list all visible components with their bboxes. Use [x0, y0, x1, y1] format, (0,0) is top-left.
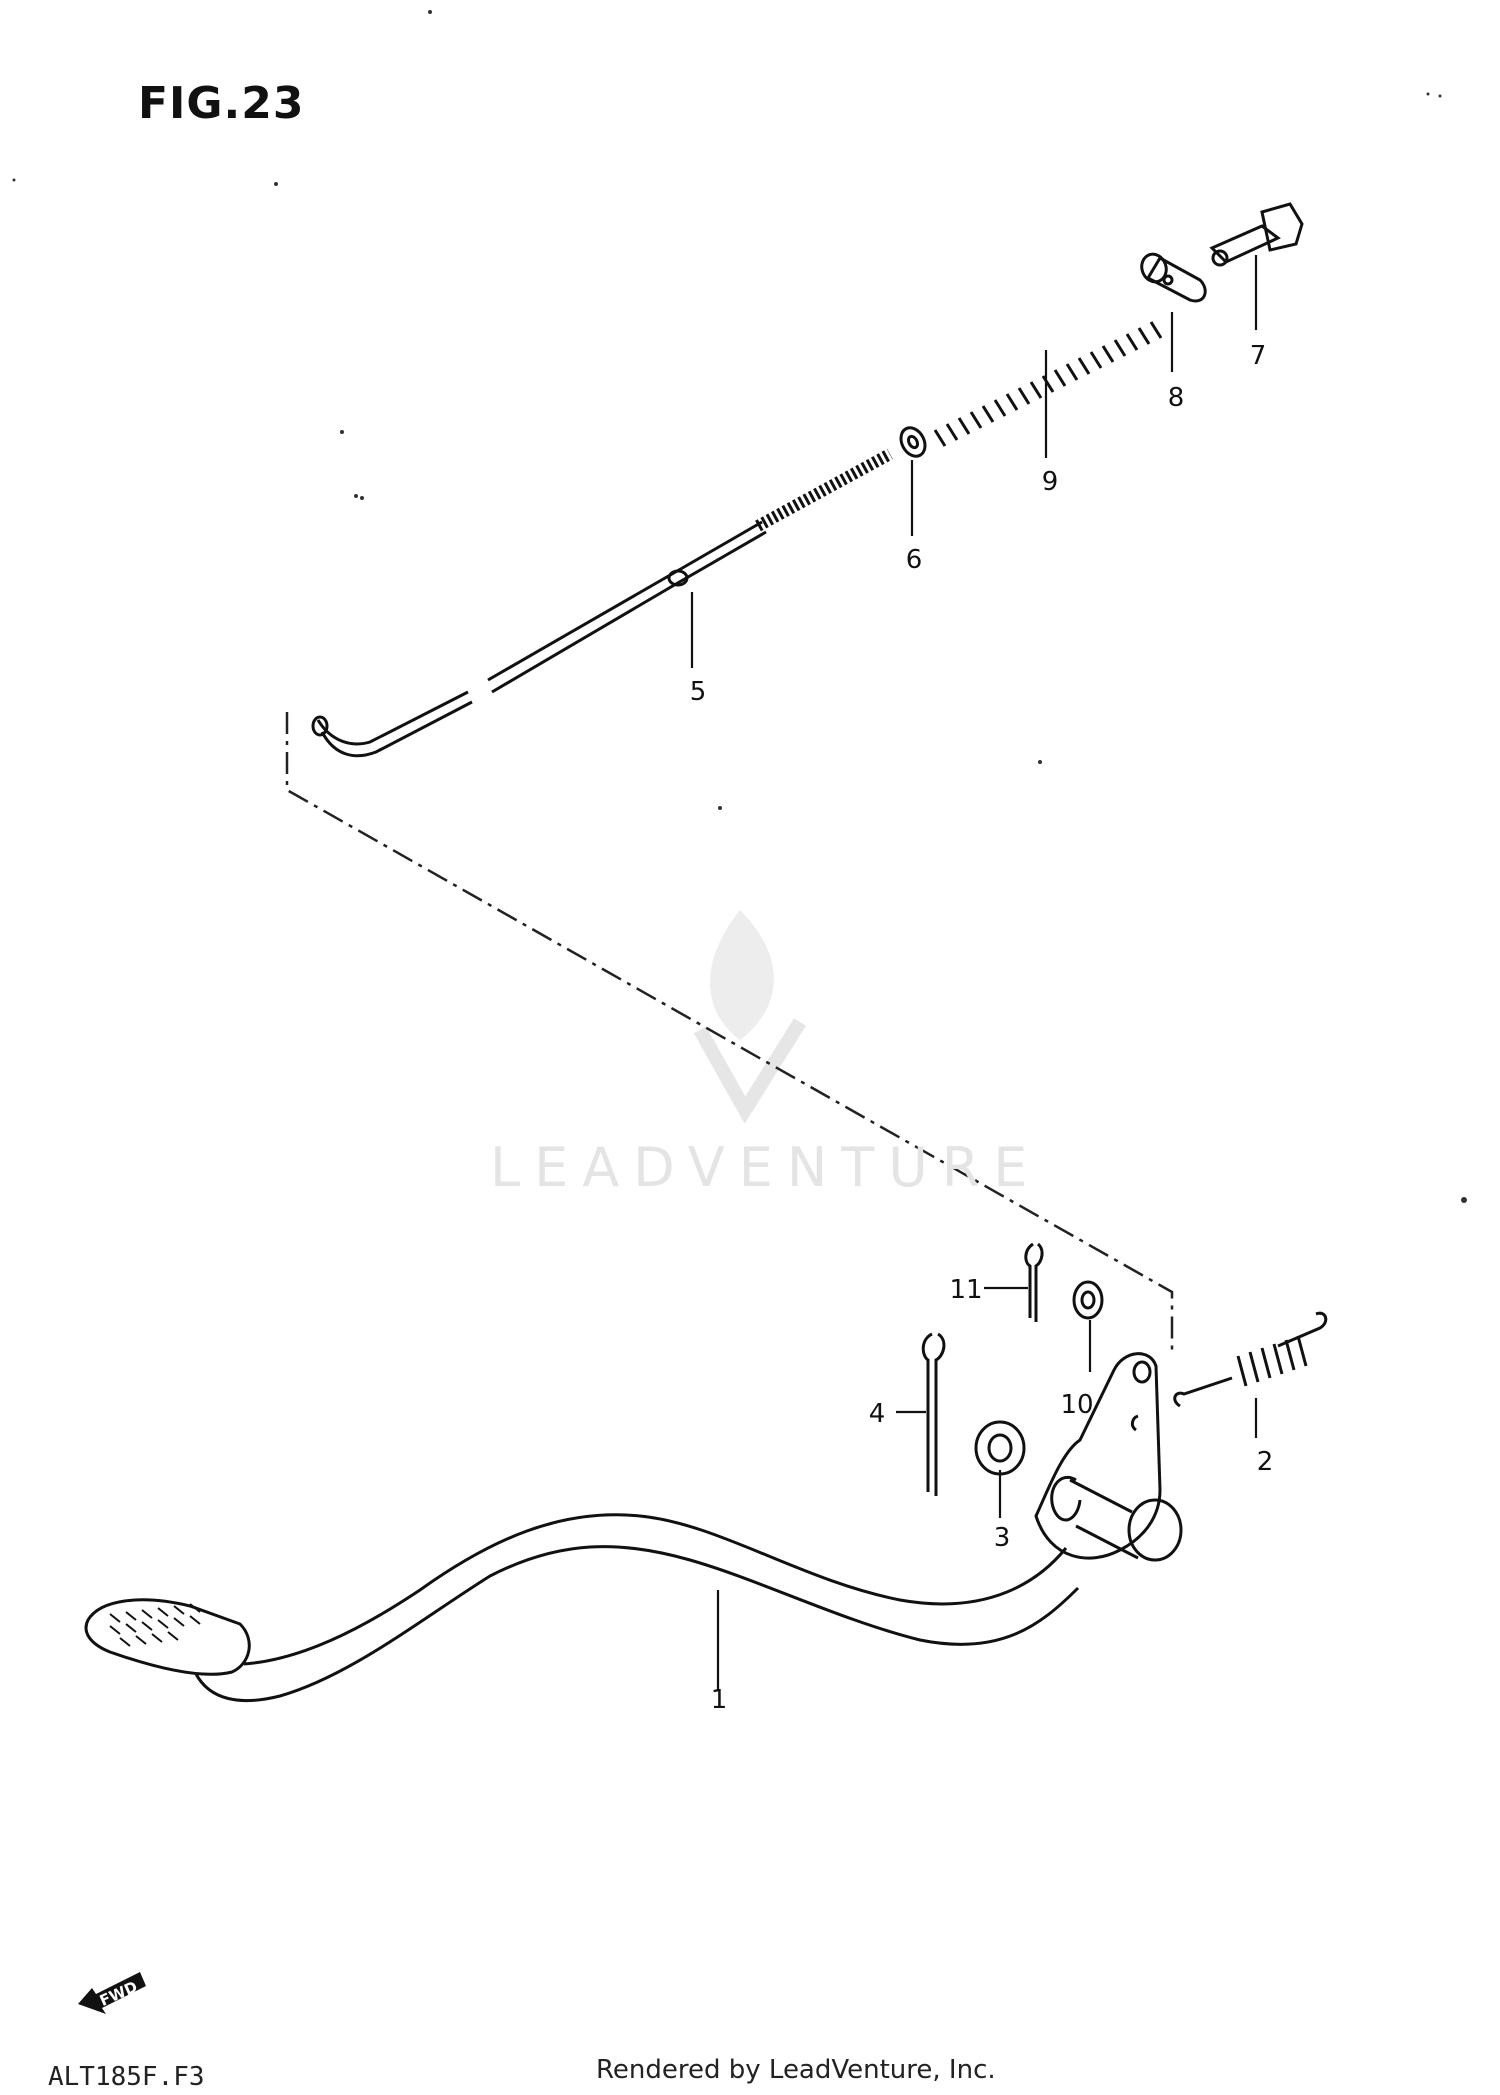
callout-9: 9	[1041, 467, 1059, 497]
callout-11: 11	[949, 1275, 983, 1305]
washer-part-6	[899, 426, 927, 458]
callout-3: 3	[993, 1523, 1011, 1553]
cotter-pin-part-11	[1024, 1242, 1044, 1322]
render-credit: Rendered by LeadVenture, Inc.	[596, 2055, 996, 2085]
spring-part-9	[933, 321, 1163, 447]
callout-leader-lines	[690, 255, 1258, 1690]
callout-4: 4	[868, 1399, 886, 1429]
watermark-logo	[693, 910, 806, 1124]
watermark-text: LEADVENTURE	[490, 1136, 1042, 1199]
scan-specks	[12, 10, 1467, 1203]
callout-2: 2	[1256, 1447, 1274, 1477]
joint-part-8	[1140, 252, 1207, 303]
fwd-arrow-icon: FWD	[78, 1972, 146, 2014]
callout-5: 5	[689, 677, 707, 707]
washer-part-3	[974, 1420, 1026, 1476]
figure-title: FIG.23	[138, 78, 305, 129]
callout-10: 10	[1060, 1390, 1094, 1420]
callout-8: 8	[1167, 383, 1185, 413]
callout-6: 6	[905, 545, 923, 575]
dash-leader-line	[285, 712, 1174, 1350]
brake-rod	[311, 448, 893, 758]
cotter-pin-part-4	[921, 1332, 946, 1496]
washer-part-10	[1072, 1280, 1104, 1320]
model-code: ALT185F.F3	[48, 2062, 205, 2092]
brake-pedal-part-1	[84, 1352, 1183, 1703]
callout-1: 1	[710, 1685, 728, 1715]
fwd-marker-text: FWD	[97, 1978, 140, 2010]
return-spring-part-2	[1173, 1311, 1328, 1408]
callout-7: 7	[1249, 341, 1267, 371]
pin-part-7	[1209, 202, 1304, 267]
